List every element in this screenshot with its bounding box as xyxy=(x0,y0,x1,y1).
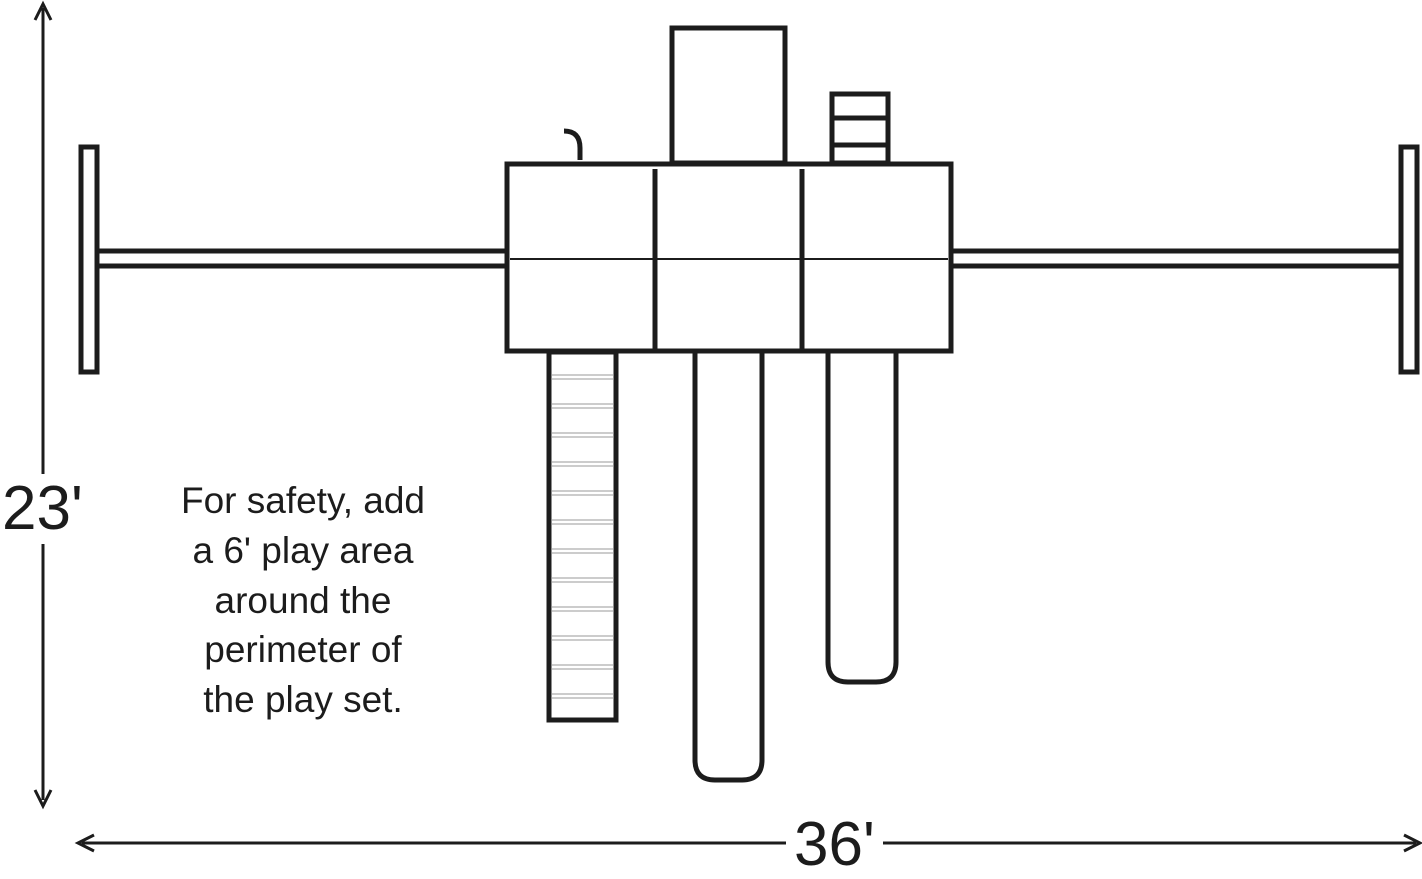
safety-note: For safety, add a 6' play area around th… xyxy=(130,476,476,725)
main-deck xyxy=(504,161,954,354)
top-ladder xyxy=(829,91,891,166)
safety-note-line: For safety, add xyxy=(180,480,426,521)
safety-note-line: the play set. xyxy=(203,679,403,721)
width-label: 36' xyxy=(786,814,883,876)
right-swing-beam xyxy=(948,248,1404,269)
long-slide xyxy=(692,352,765,783)
climbing-ladder xyxy=(546,349,619,723)
safety-note-line: around the xyxy=(214,579,392,621)
height-label: 23' xyxy=(2,474,83,544)
safety-note-line: a 6' play area xyxy=(192,529,414,571)
height-dimension-arrow xyxy=(33,0,53,810)
tower-roof-extension xyxy=(669,25,788,166)
steering-hook xyxy=(563,128,583,160)
safety-note-line: perimeter of xyxy=(204,629,402,671)
left-swing-beam xyxy=(94,248,510,269)
short-slide xyxy=(825,352,899,685)
width-dimension-arrow xyxy=(74,833,1422,853)
